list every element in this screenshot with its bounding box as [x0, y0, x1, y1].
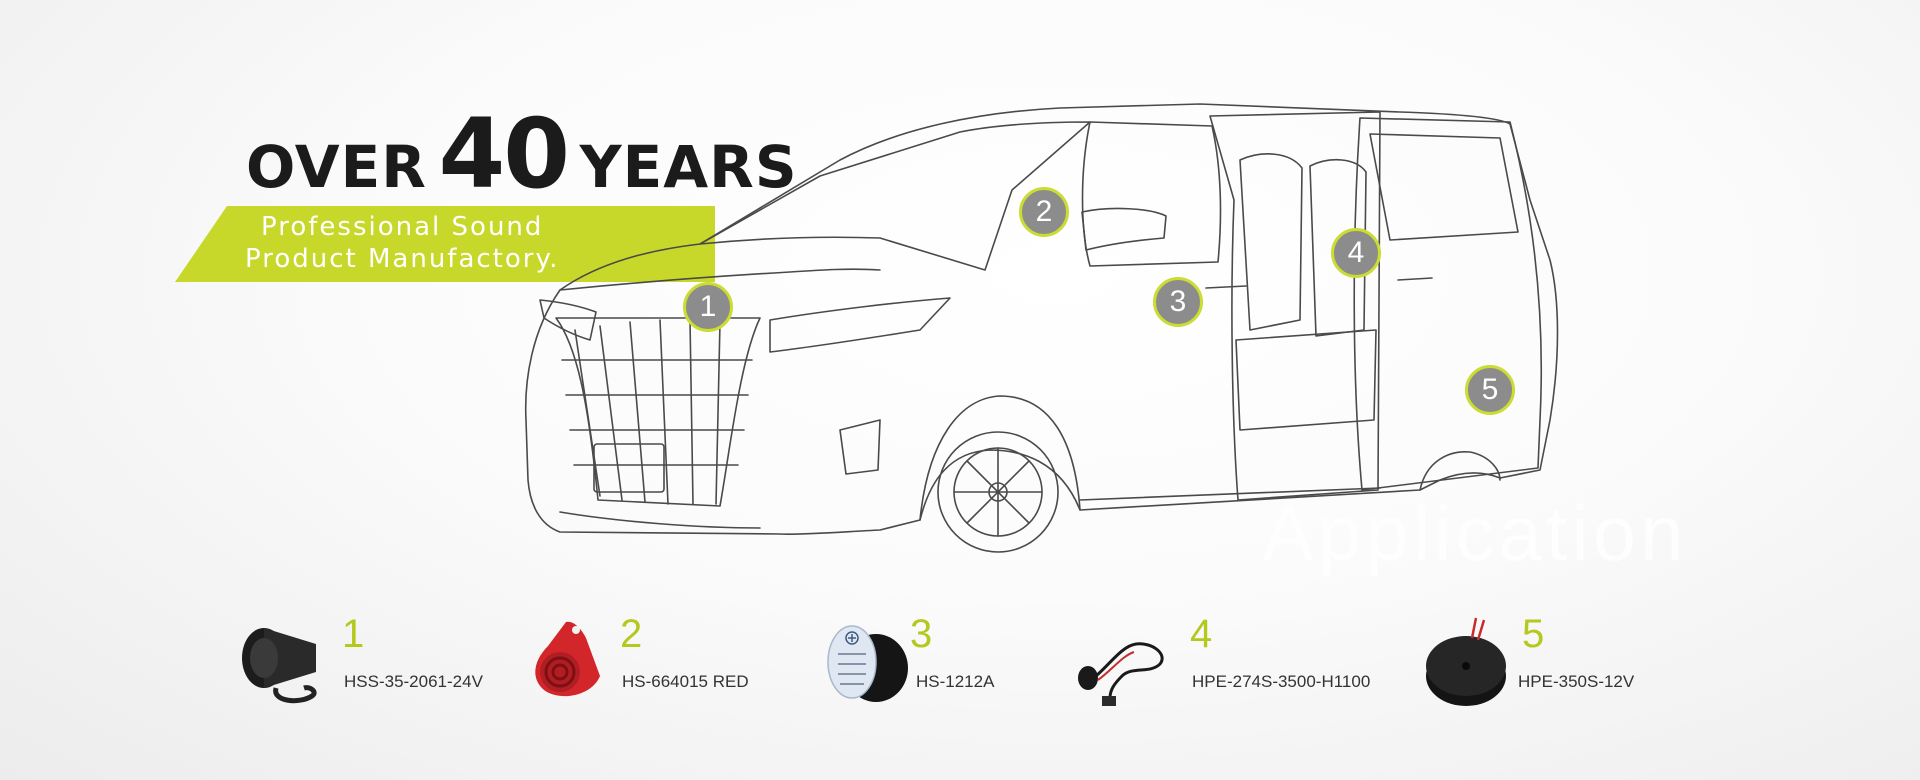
product-model-2: HS-664015 RED [622, 672, 749, 691]
siren-horn-icon [242, 628, 317, 704]
product-number-4: 4 [1190, 612, 1213, 656]
marker-1[interactable]: 1 [683, 282, 733, 332]
headline-number: 40 [438, 98, 571, 210]
tagline-line-2: Product Manufactory. [245, 244, 560, 274]
marker-2[interactable]: 2 [1019, 187, 1069, 237]
marker-3[interactable]: 3 [1153, 277, 1203, 327]
marker-4[interactable]: 4 [1331, 228, 1381, 278]
product-model-1: HSS-35-2061-24V [344, 672, 483, 691]
headline: OVER 40 YEARS [246, 98, 798, 210]
tagline-line-1: Professional Sound [261, 212, 544, 242]
product-number-1: 1 [342, 612, 365, 656]
product-number-3: 3 [910, 612, 933, 656]
buzzer-with-seal-icon [827, 625, 908, 702]
product-model-3: HS-1212A [916, 672, 995, 691]
product-model-4: HPE-274S-3500-H1100 [1192, 672, 1371, 691]
wired-buzzer-icon [1078, 642, 1164, 706]
product-number-5: 5 [1522, 612, 1545, 656]
marker-5[interactable]: 5 [1465, 365, 1515, 415]
tagline-ribbon [175, 206, 715, 282]
headline-years: YEARS [579, 133, 798, 201]
round-buzzer-icon [1426, 617, 1506, 706]
tagline: Professional Sound Product Manufactory. [245, 211, 559, 275]
product-number-2: 2 [620, 612, 643, 656]
headline-over: OVER [246, 133, 427, 201]
product-model-5: HPE-350S-12V [1518, 672, 1635, 691]
application-watermark: Application [1262, 489, 1688, 577]
red-buzzer-icon [535, 621, 600, 697]
